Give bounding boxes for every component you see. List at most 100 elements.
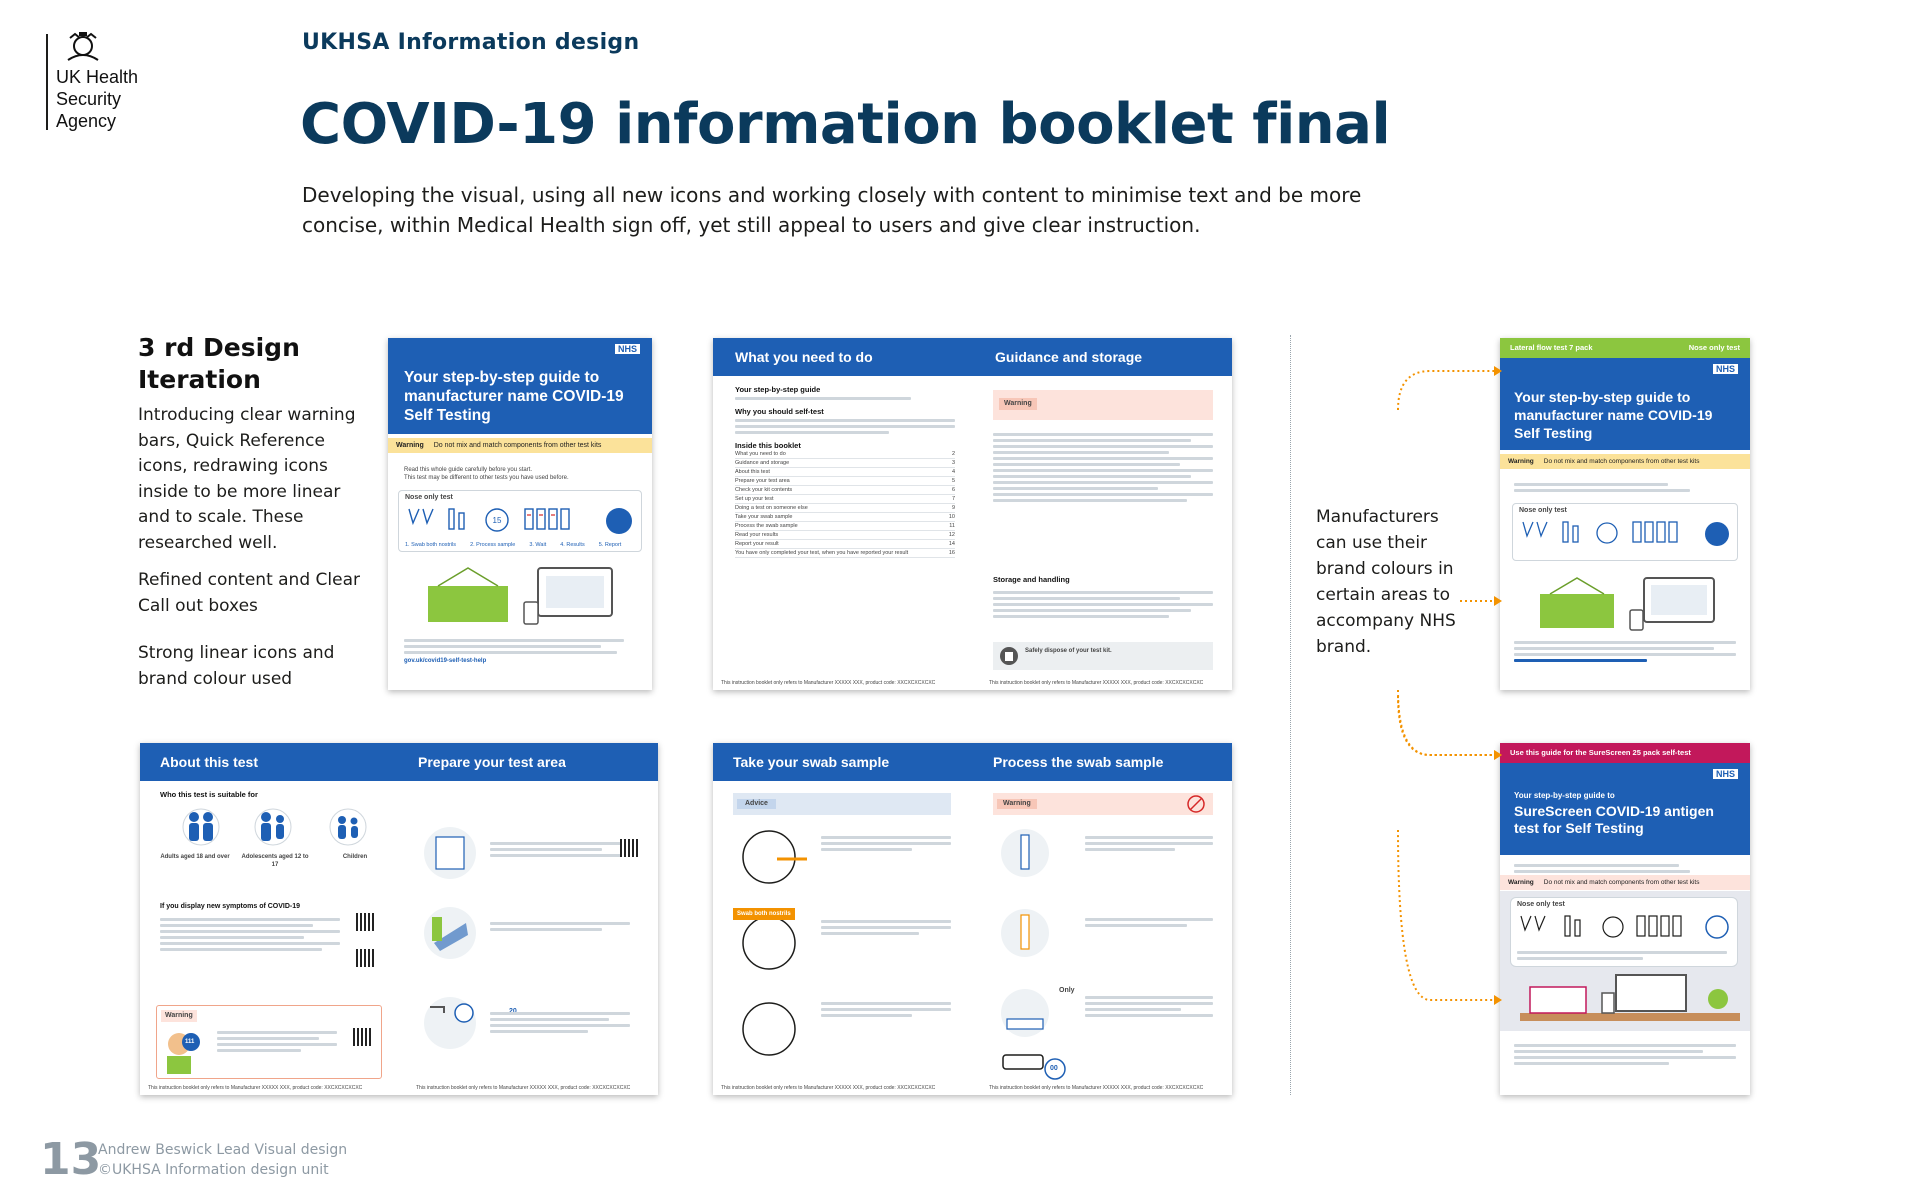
swab-lines-3	[821, 999, 951, 1020]
contents-item-page: 7	[951, 496, 955, 502]
contents-item-page: 9	[951, 505, 955, 511]
storage-title: Storage and handling	[993, 575, 1070, 584]
warning-text: Do not mix and match components from oth…	[1543, 458, 1700, 465]
no-timer-icon	[1187, 795, 1205, 813]
surescreen-title: SureScreen COVID-19 antigen test for Sel…	[1514, 803, 1714, 836]
logo-rule	[46, 34, 48, 130]
read-line: Read this whole guide carefully before y…	[404, 467, 533, 473]
group-adults: Adults aged 18 and over	[160, 854, 230, 860]
spread1-left: Your step-by-step guide Why you should s…	[735, 386, 955, 558]
spread3-right-header: Process the swab sample	[993, 754, 1164, 770]
contents-item: You have only completed your test, when …	[735, 549, 955, 558]
qr-code-1	[356, 913, 374, 931]
surescreen-header	[1500, 763, 1750, 855]
people-icons	[182, 808, 367, 846]
contents-item: Read your results 12	[735, 531, 955, 540]
iteration-title: 3 rd Design Iteration	[138, 333, 300, 394]
spread3-header: Take your swab sample Process the swab s…	[713, 743, 1232, 781]
lateral-title: Your step-by-step guide to manufacturer …	[1514, 389, 1713, 441]
storage-lines	[993, 588, 1213, 621]
cover-title: Your step-by-step guide to manufacturer …	[404, 369, 624, 424]
footer-line-1: Andrew Beswick Lead Visual design	[98, 1142, 348, 1158]
contents-item-label: Read your results	[735, 532, 779, 538]
spread2-footnote-left: This instruction booklet only refers to …	[148, 1085, 363, 1091]
qr-code-4	[620, 839, 638, 857]
step-3-label: 3. Wait	[529, 542, 547, 548]
quick-reference-box: Nose only test 15 1. Swab both nostrils …	[398, 490, 642, 552]
step-1-label: 1. Swab both nostrils	[405, 542, 457, 548]
symptoms-title: If you display new symptoms of COVID-19	[160, 903, 301, 910]
spread3-left-header: Take your swab sample	[733, 754, 890, 770]
dispose-box: Safely dispose of your test kit.	[993, 642, 1213, 670]
test-kit-illustration	[428, 567, 613, 625]
lateral-kit-illustration	[1540, 577, 1715, 631]
step-2-label: 2. Process sample	[470, 542, 516, 548]
suitable-title: Who this test is suitable for	[160, 790, 258, 799]
timer-20: 20	[509, 1008, 517, 1016]
timer-00: 00	[1050, 1065, 1058, 1072]
contents-item-label: Process the swab sample	[735, 523, 798, 529]
spread1-right-header: Guidance and storage	[995, 349, 1143, 365]
contents-item-label: You have only completed your test, when …	[735, 550, 909, 556]
nhs-logo: NHS	[1712, 769, 1738, 779]
contents-item-label: Doing a test on someone else	[735, 505, 808, 511]
spread2-left-header: About this test	[160, 754, 258, 770]
surescreen-arrows	[1397, 695, 1502, 1005]
ukhsa-logo: UK Health Security Agency	[46, 30, 156, 132]
step-lines-2	[490, 919, 630, 934]
contents-item-page: 16	[948, 550, 955, 556]
help-link[interactable]: gov.uk/covid19-self-test-help	[404, 658, 487, 664]
dispose-title: Safely dispose of your test kit.	[1025, 648, 1112, 654]
swab-lines-2	[821, 917, 951, 938]
surescreen-desk-illustration	[1520, 974, 1740, 1021]
surescreen-quick-reference: Nose only test	[1510, 897, 1738, 967]
contents-item-label: Report your result	[735, 541, 779, 547]
agency-name: UK Health Security Agency	[56, 66, 138, 132]
process-lines-2	[1085, 915, 1213, 930]
nhs-logo: NHS	[614, 344, 640, 354]
step-5-label: 5. Report	[598, 542, 622, 548]
lateral-read-lines	[1514, 480, 1734, 495]
spread3-warning-bar: Warning	[993, 793, 1213, 815]
nose-only-label: Nose only test	[405, 494, 453, 501]
lateral-brand-bar: Lateral flow test 7 pack Nose only test	[1500, 338, 1750, 358]
spread1-footnote-left: This instruction booklet only refers to …	[721, 680, 936, 686]
step-lines-1	[490, 839, 630, 860]
spread2-right-header: Prepare your test area	[418, 754, 566, 770]
booklet-spread-2: About this test Prepare your test area W…	[140, 743, 658, 1095]
qr-code-3	[353, 1028, 371, 1046]
contents-item: Guidance and storage 3	[735, 459, 955, 468]
bin-icon	[1000, 647, 1018, 665]
process-lines-1	[1085, 833, 1213, 854]
spread1-warning-box: Warning	[993, 390, 1213, 420]
footer-credits: Andrew Beswick Lead Visual design ©UKHSA…	[98, 1140, 347, 1180]
surescreen-step-lines	[1517, 948, 1727, 963]
group-labels: Adults aged 18 and over Adolescents aged…	[160, 853, 390, 869]
contents-item-page: 12	[948, 532, 955, 538]
contents-item-page: 4	[951, 469, 955, 475]
contents-item-page: 6	[951, 487, 955, 493]
booklet-spread-3: Take your swab sample Process the swab s…	[713, 743, 1232, 1095]
warning-label: Warning	[1508, 458, 1534, 465]
agency-line-3: Agency	[56, 111, 117, 131]
warning-label: Warning	[161, 1010, 197, 1022]
spread1-left-header: What you need to do	[735, 349, 873, 365]
warning-lines	[217, 1028, 337, 1055]
contents-item-label: Guidance and storage	[735, 460, 790, 466]
surescreen-pre-title: Your step-by-step guide to	[1514, 791, 1615, 800]
spread1-footnote-right: This instruction booklet only refers to …	[989, 680, 1204, 686]
contents-item-label: Take your swab sample	[735, 514, 793, 520]
person-with-phone-icon	[167, 1033, 200, 1074]
spread3-footnote-left: This instruction booklet only refers to …	[721, 1085, 936, 1091]
contents-item-page: 3	[951, 460, 955, 466]
warning-label: Warning	[999, 398, 1037, 410]
booklet-cover: NHS Your step-by-step guide to manufactu…	[388, 338, 652, 690]
spread2-warning-box: Warning 111	[156, 1005, 382, 1079]
contents-item-page: 2	[951, 451, 955, 457]
